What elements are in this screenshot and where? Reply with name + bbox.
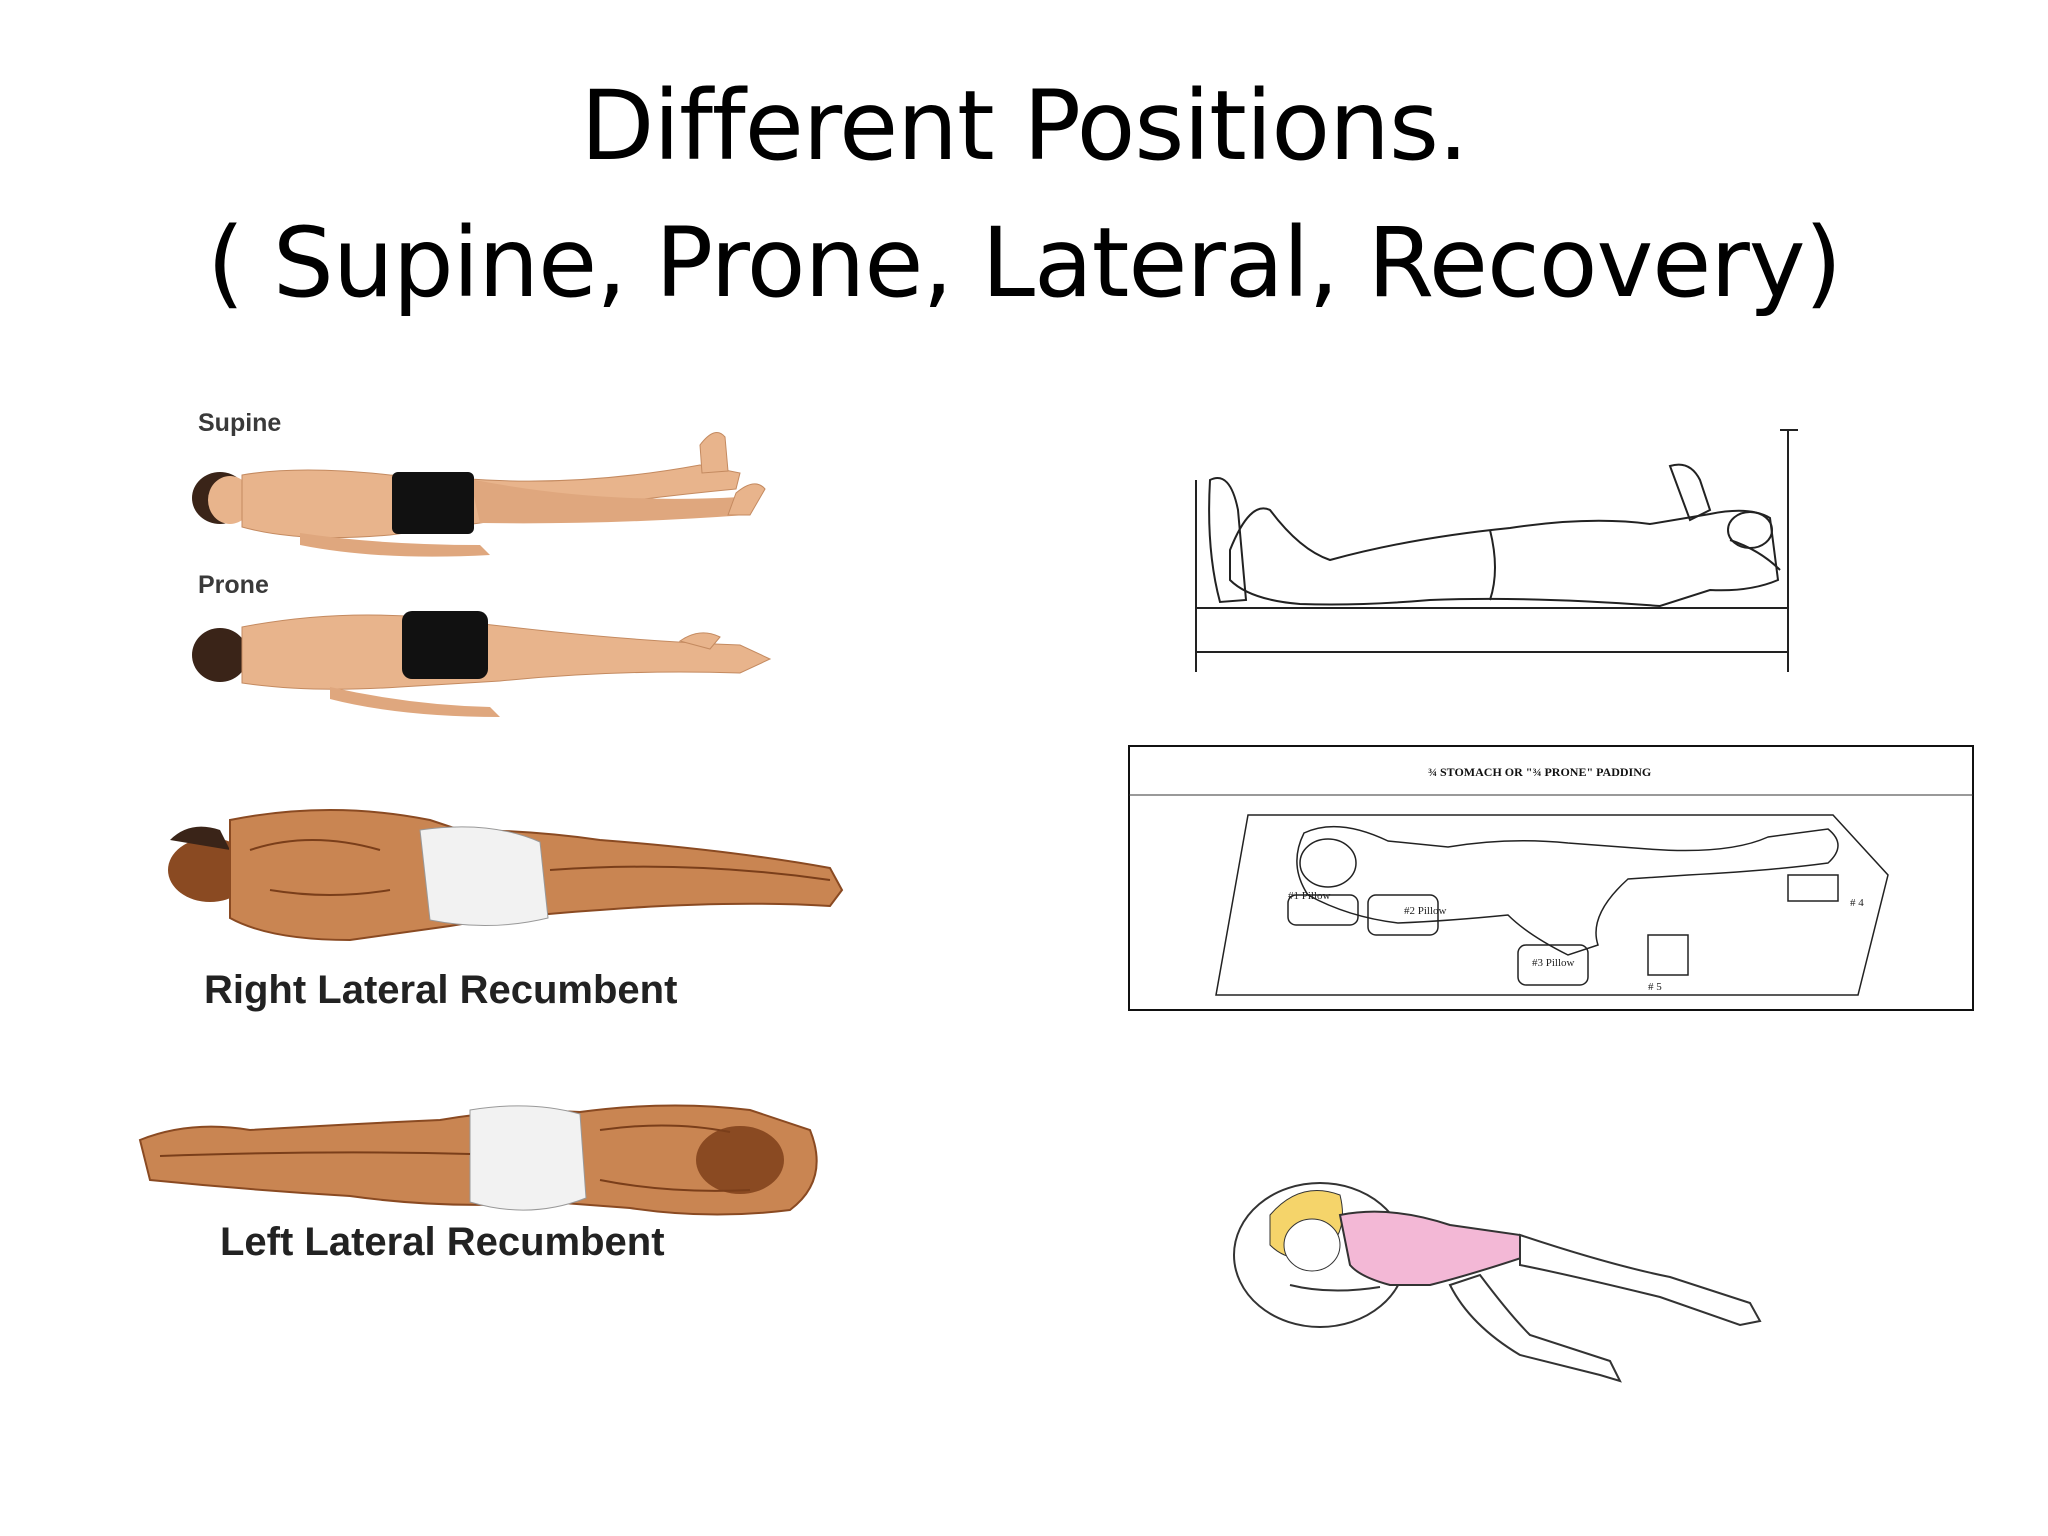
left-lateral-figure: Left Lateral Recumbent bbox=[130, 1070, 850, 1290]
marker-5-label: # 5 bbox=[1648, 981, 1662, 993]
prone-person bbox=[192, 611, 772, 717]
prone-label: Prone bbox=[198, 571, 269, 599]
slide-title-line-1: Different Positions. bbox=[580, 70, 1469, 182]
supine-person bbox=[192, 432, 766, 557]
padding-frame bbox=[1128, 745, 1974, 1011]
right-lateral-body-illustration bbox=[168, 809, 844, 942]
recovery-position-drawing bbox=[1230, 1165, 1870, 1395]
supine-prone-figure: Supine Prone bbox=[180, 405, 780, 725]
supine-label: Supine bbox=[198, 409, 282, 437]
left-lateral-body-illustration bbox=[138, 1104, 818, 1216]
right-lateral-label: Right Lateral Recumbent bbox=[204, 968, 678, 1012]
prone-padding-diagram: ¾ STOMACH OR "¾ PRONE" PADDING #1 Pillow… bbox=[1128, 745, 1974, 1011]
left-lateral-label: Left Lateral Recumbent bbox=[220, 1220, 665, 1264]
supine-body-illustration bbox=[192, 432, 772, 717]
right-lateral-figure: Right Lateral Recumbent bbox=[130, 790, 850, 1030]
slide-title-line-2: ( Supine, Prone, Lateral, Recovery) bbox=[206, 207, 1842, 319]
recovery-line-art bbox=[1233, 1182, 1762, 1383]
pillow-2-label: #2 Pillow bbox=[1404, 905, 1447, 917]
pillow-1-label: #1 Pillow bbox=[1288, 890, 1331, 902]
marker-4-label: # 4 bbox=[1850, 897, 1864, 909]
supine-bed-drawing bbox=[1190, 420, 1810, 680]
bed-line-art bbox=[1195, 429, 1798, 672]
padding-title: ¾ STOMACH OR "¾ PRONE" PADDING bbox=[1428, 765, 1652, 779]
pillow-3-label: #3 Pillow bbox=[1532, 957, 1575, 969]
